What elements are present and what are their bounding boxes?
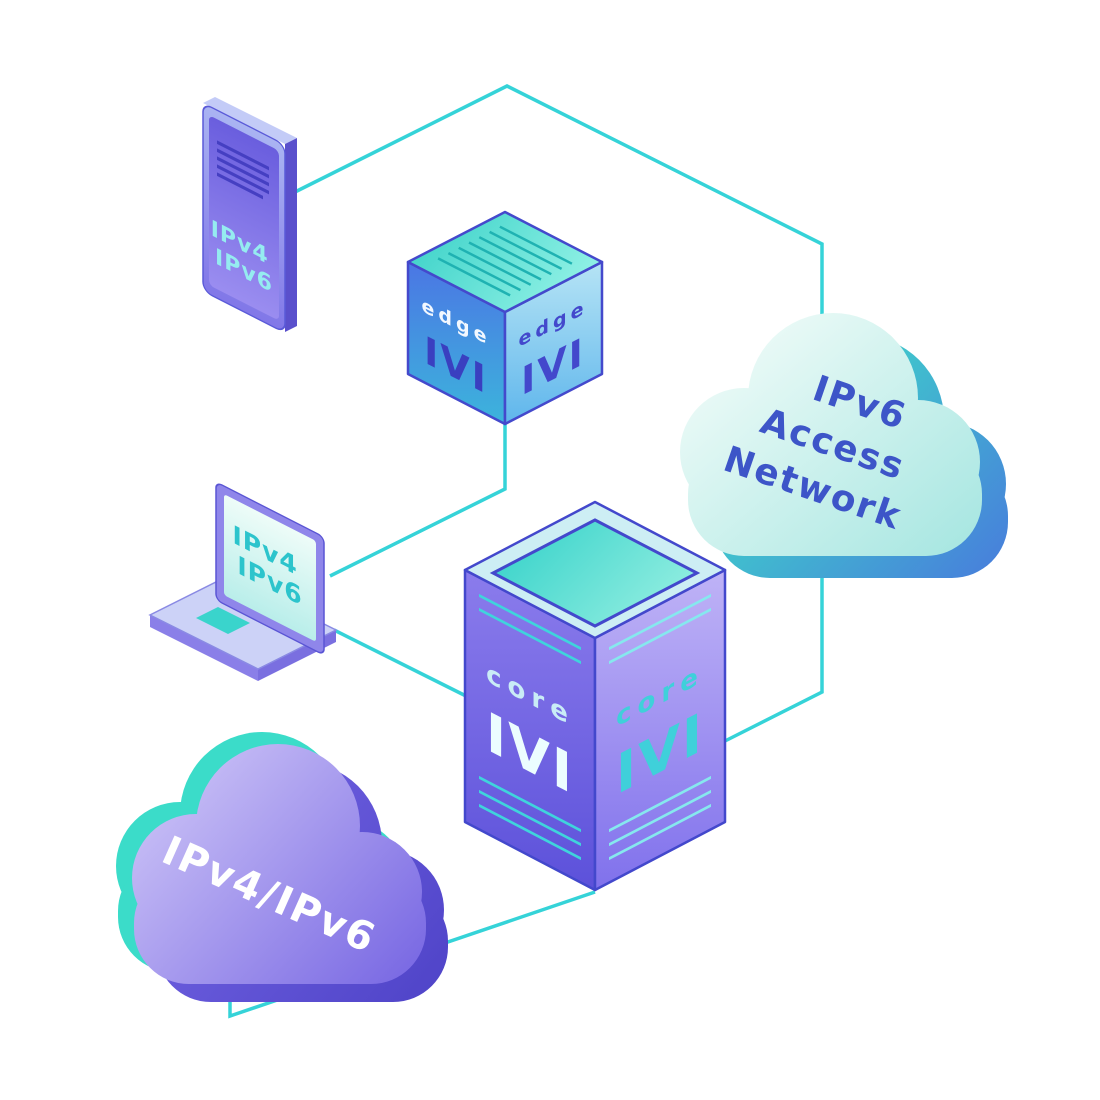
core-right-top-stripes (609, 593, 711, 665)
edge-cube-top-vents (437, 225, 573, 297)
laptop-trackpad (196, 607, 250, 634)
phone-screen-text-lines (217, 140, 269, 200)
core-left-bottom-stripes (479, 775, 581, 861)
edge-router-node: edge IVI edge IVI (406, 210, 604, 426)
link-laptop-to-core (333, 628, 471, 700)
core-right-bottom-stripes (609, 775, 711, 861)
core-top-screen (489, 518, 701, 628)
phone-node: IPv4 IPv6 (202, 97, 297, 332)
laptop-screen (224, 495, 316, 641)
phone-top-side (203, 97, 297, 144)
core-left-top-stripes (479, 593, 581, 665)
link-edge-to-laptop (329, 424, 507, 578)
laptop-base-front-left (150, 615, 258, 681)
dual-stack-cloud-body (132, 744, 426, 984)
core-router-node: core IVI core IVI (463, 500, 727, 892)
ipv6-access-cloud-node: IPv6 Access Network (680, 313, 1008, 578)
dual-stack-cloud-node: IPv4/IPv6 (116, 732, 448, 1002)
ipv6-cloud-body (680, 313, 982, 556)
laptop-node: IPv4 IPv6 (148, 483, 338, 681)
phone-screen (209, 116, 279, 319)
link-phone-to-ipv6-cloud-to-core (286, 84, 824, 743)
phone-right-side (285, 138, 297, 332)
